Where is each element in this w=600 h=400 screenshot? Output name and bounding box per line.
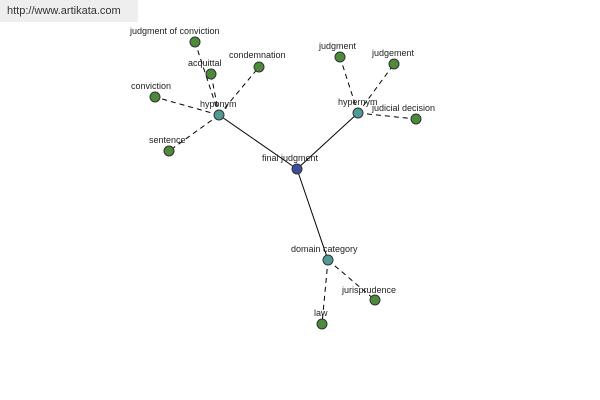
- node-jurisprudence[interactable]: [369, 294, 381, 306]
- edge-hypernym-judicial-decision: [357, 112, 417, 120]
- node-label-conviction[interactable]: conviction: [131, 81, 171, 91]
- node-label-jurisprudence[interactable]: jurisprudence: [341, 285, 396, 295]
- node-judgement[interactable]: [388, 58, 400, 70]
- nodes-layer: [149, 36, 422, 330]
- edge-hyponym-judgment-of-conviction: [194, 41, 220, 116]
- node-judgment[interactable]: [334, 51, 346, 63]
- edge-hyponym-acquittal: [210, 73, 220, 116]
- node-judgment-of-conviction[interactable]: [189, 36, 201, 48]
- node-label-final[interactable]: final judgment: [262, 153, 319, 163]
- node-label-judgment-of-conviction[interactable]: judgment of conviction: [129, 26, 220, 36]
- labels-layer: final judgment hyponym hypernym domain cate…: [129, 26, 435, 318]
- source-url-banner: http://www.artikata.com: [0, 0, 138, 22]
- node-label-hyponym[interactable]: hyponym: [200, 99, 237, 109]
- node-label-judgement[interactable]: judgement: [371, 48, 415, 58]
- node-label-judgment[interactable]: judgment: [318, 41, 357, 51]
- edge-hypernym-judgment: [339, 56, 359, 114]
- node-acquittal[interactable]: [205, 68, 217, 80]
- node-label-domain[interactable]: domain category: [291, 244, 358, 254]
- edge-hypernym-judgement: [357, 63, 395, 114]
- edge-final-hypernym: [296, 112, 359, 170]
- node-domain[interactable]: [322, 254, 334, 266]
- node-hyponym[interactable]: [213, 109, 225, 121]
- node-label-condemnation[interactable]: condemnation: [229, 50, 286, 60]
- node-final[interactable]: [291, 163, 303, 175]
- node-judicial-decision[interactable]: [410, 113, 422, 125]
- node-label-sentence[interactable]: sentence: [149, 135, 186, 145]
- node-law[interactable]: [316, 318, 328, 330]
- source-url[interactable]: http://www.artikata.com: [7, 5, 121, 17]
- edge-hyponym-condemnation: [218, 66, 260, 116]
- edge-final-hyponym: [218, 114, 298, 170]
- edge-final-domain: [296, 168, 329, 261]
- edges-layer: [154, 41, 417, 325]
- node-label-law[interactable]: law: [314, 308, 328, 318]
- node-hypernym[interactable]: [352, 107, 364, 119]
- node-sentence[interactable]: [163, 145, 175, 157]
- edge-hyponym-conviction: [154, 96, 220, 116]
- node-label-judicial-decision[interactable]: judicial decision: [371, 103, 435, 113]
- edge-domain-law: [321, 259, 329, 325]
- edge-domain-jurisprudence: [327, 259, 376, 301]
- edge-hyponym-sentence: [168, 114, 220, 152]
- node-conviction[interactable]: [149, 91, 161, 103]
- node-label-acquittal[interactable]: acquittal: [188, 58, 222, 68]
- node-label-hypernym[interactable]: hypernym: [338, 97, 378, 107]
- node-condemnation[interactable]: [253, 61, 265, 73]
